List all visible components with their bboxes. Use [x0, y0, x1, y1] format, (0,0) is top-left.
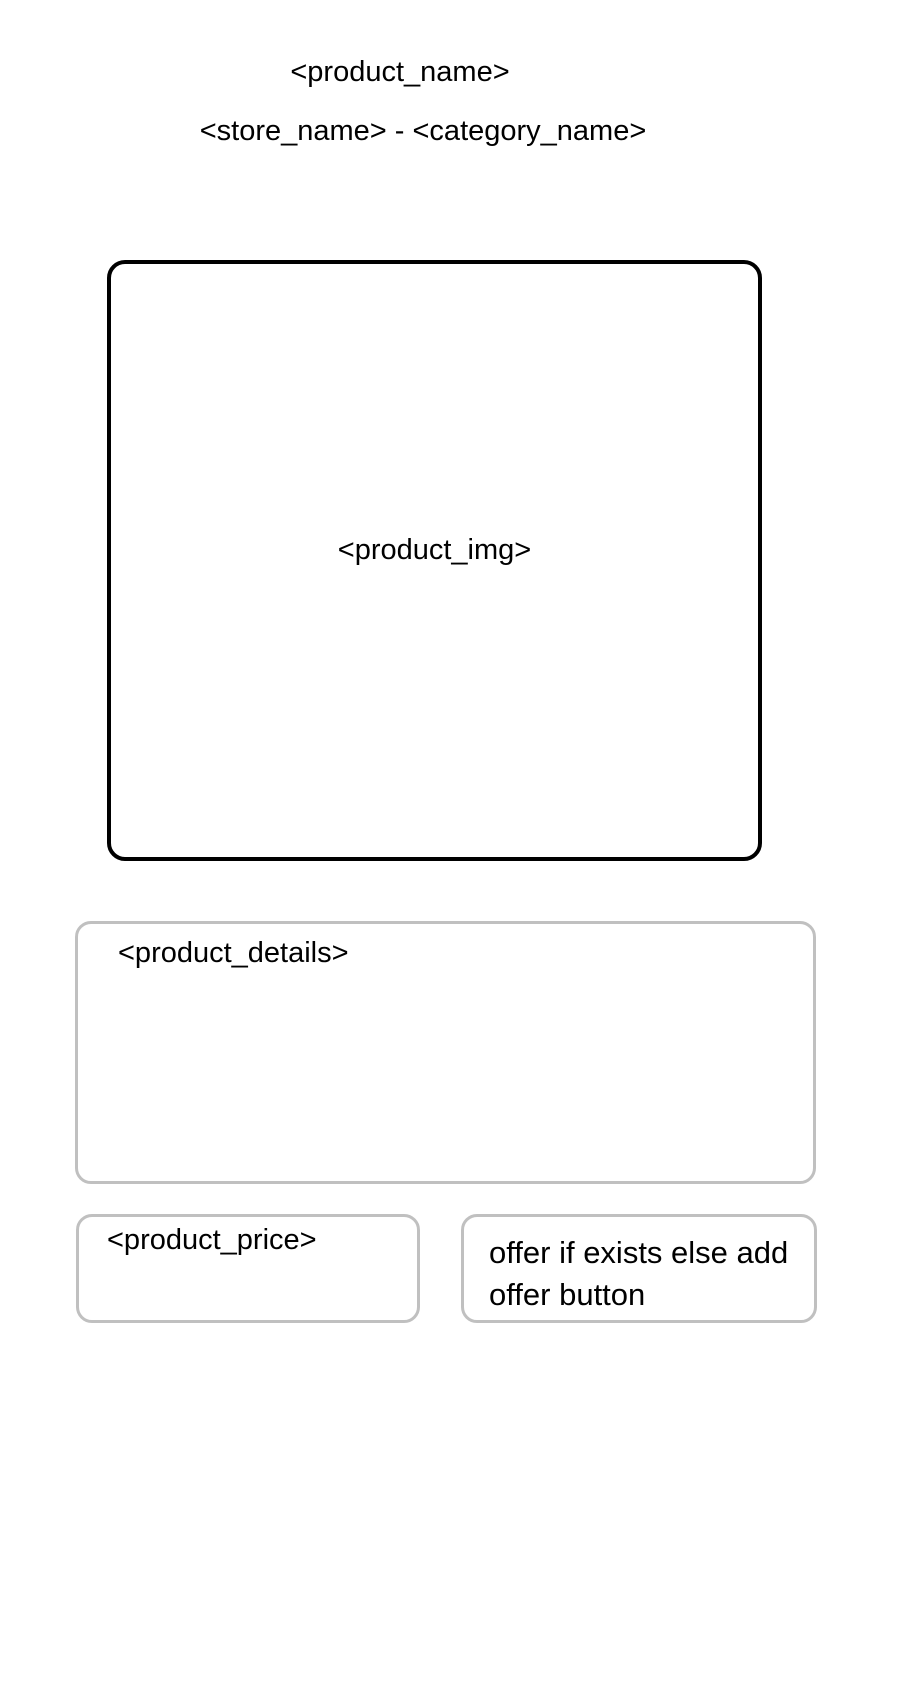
- product-price-panel: <product_price>: [76, 1214, 420, 1323]
- store-category-separator: -: [386, 115, 413, 147]
- product-image-placeholder: <product_img>: [337, 534, 532, 566]
- offer-panel[interactable]: offer if exists else add offer button: [461, 1214, 817, 1323]
- offer-placeholder: offer if exists else add offer button: [489, 1235, 789, 1312]
- store-category-line: <store_name> - <category_name>: [0, 111, 846, 151]
- product-name-title: <product_name>: [290, 56, 510, 88]
- product-details-placeholder: <product_details>: [118, 937, 349, 969]
- category-name: <category_name>: [412, 115, 647, 147]
- product-details-panel: <product_details>: [75, 921, 816, 1184]
- product-image-frame: <product_img>: [107, 260, 762, 861]
- product-price-placeholder: <product_price>: [107, 1224, 317, 1256]
- store-name: <store_name>: [199, 115, 387, 147]
